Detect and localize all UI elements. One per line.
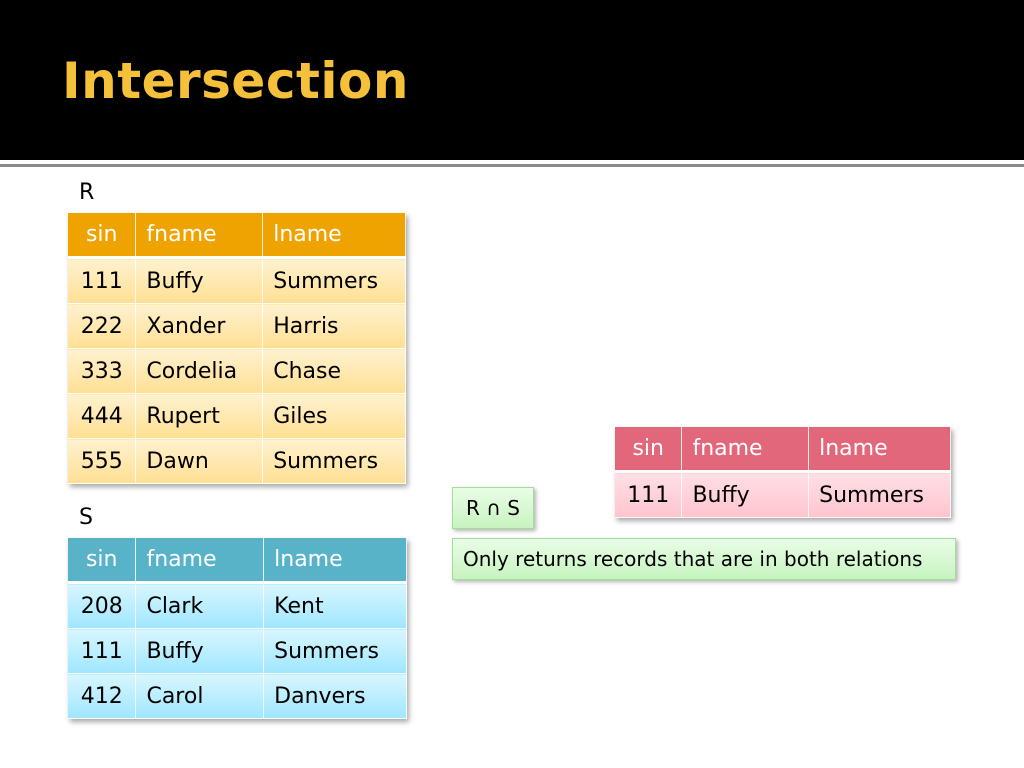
table-cell: Buffy — [681, 471, 810, 518]
column-header: lname — [263, 538, 407, 584]
table-header-row: sin fname lname — [68, 213, 406, 259]
operation-expression: R ∩ S — [466, 496, 520, 520]
table-cell: 412 — [68, 673, 137, 719]
table-cell: Dawn — [135, 438, 264, 484]
table-cell: Clark — [135, 582, 265, 629]
table-cell: Summers — [262, 257, 406, 304]
note-box: Only returns records that are in both re… — [452, 538, 956, 580]
table-cell: Giles — [262, 393, 406, 439]
table-row: 444 Rupert Giles — [68, 393, 406, 439]
table-cell: Chase — [262, 348, 406, 394]
table-row: 111 Buffy Summers — [615, 471, 951, 518]
column-header: sin — [68, 538, 137, 584]
table-cell: Summers — [262, 438, 406, 484]
relation-r-table: sin fname lname 111 Buffy Summers 222 Xa… — [68, 213, 406, 484]
table-header-row: sin fname lname — [68, 538, 407, 584]
table-row: 333 Cordelia Chase — [68, 348, 406, 394]
table-cell: 208 — [68, 582, 137, 629]
table-row: 208 Clark Kent — [68, 582, 407, 629]
slide-title: Intersection — [62, 52, 409, 110]
note-text: Only returns records that are in both re… — [463, 547, 923, 571]
column-header: sin — [615, 427, 683, 473]
table-cell: Buffy — [135, 257, 264, 304]
result-table: sin fname lname 111 Buffy Summers — [615, 427, 951, 518]
table-cell: Buffy — [135, 628, 265, 674]
table-row: 111 Buffy Summers — [68, 257, 406, 304]
table-row: 412 Carol Danvers — [68, 673, 407, 719]
table-cell: 111 — [615, 471, 683, 518]
table-row: 111 Buffy Summers — [68, 628, 407, 674]
table-cell: 222 — [68, 303, 137, 349]
table-cell: Harris — [262, 303, 406, 349]
table-row: 555 Dawn Summers — [68, 438, 406, 484]
title-bar — [0, 0, 1024, 160]
column-header: lname — [808, 427, 951, 473]
table-cell: 333 — [68, 348, 137, 394]
table-cell: 444 — [68, 393, 137, 439]
table-cell: 111 — [68, 628, 137, 674]
table-cell: 555 — [68, 438, 137, 484]
relation-s-label: S — [79, 505, 93, 530]
column-header: sin — [68, 213, 137, 259]
column-header: lname — [262, 213, 406, 259]
table-cell: Cordelia — [135, 348, 264, 394]
divider — [0, 160, 1024, 164]
table-cell: Summers — [808, 471, 951, 518]
table-row: 222 Xander Harris — [68, 303, 406, 349]
column-header: fname — [135, 213, 264, 259]
table-cell: 111 — [68, 257, 137, 304]
table-cell: Summers — [263, 628, 407, 674]
divider-shadow — [0, 164, 1024, 167]
column-header: fname — [135, 538, 265, 584]
table-cell: Danvers — [263, 673, 407, 719]
table-cell: Kent — [263, 582, 407, 629]
table-cell: Rupert — [135, 393, 264, 439]
relation-r-label: R — [79, 180, 95, 205]
relation-s-table: sin fname lname 208 Clark Kent 111 Buffy… — [68, 538, 407, 719]
table-header-row: sin fname lname — [615, 427, 951, 473]
column-header: fname — [681, 427, 810, 473]
table-cell: Carol — [135, 673, 265, 719]
table-cell: Xander — [135, 303, 264, 349]
operation-box: R ∩ S — [452, 487, 534, 529]
